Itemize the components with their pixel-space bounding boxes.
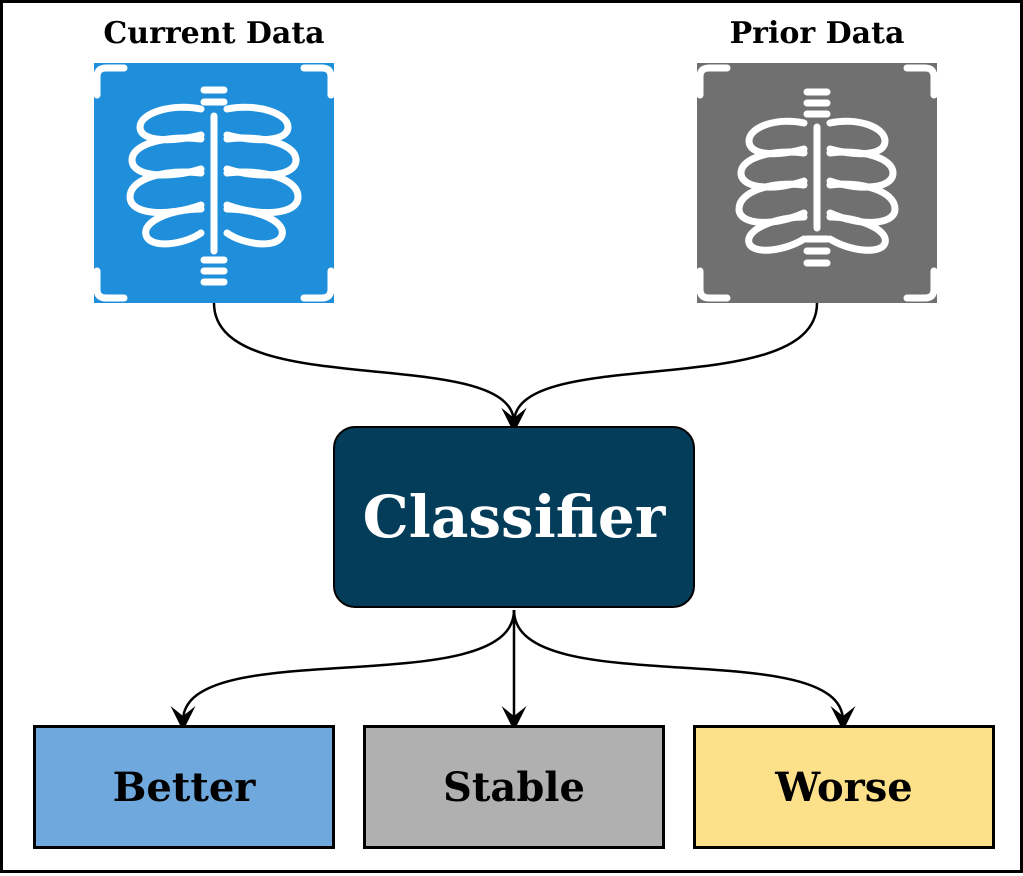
arrow-classifier-to-worse [512, 609, 856, 731]
output-stable-label: Stable [443, 763, 585, 811]
ribcage-glyph [94, 64, 334, 302]
arrow-current-to-classifier [212, 302, 527, 433]
ribcage-glyph [697, 64, 937, 302]
current-data-label: Current Data [103, 16, 325, 51]
output-worse-label: Worse [775, 763, 913, 811]
classifier-box: Classifier [333, 426, 695, 608]
prior-data-label: Prior Data [729, 16, 905, 51]
arrow-prior-to-classifier [501, 302, 819, 433]
output-better-label: Better [112, 763, 256, 811]
connector-layer [170, 302, 856, 731]
current-data-tile [94, 63, 334, 303]
output-worse-box: Worse [693, 725, 995, 849]
output-stable-box: Stable [363, 725, 665, 849]
output-better-box: Better [33, 725, 335, 849]
chest-xray-icon [697, 63, 937, 303]
chest-xray-icon [94, 63, 334, 303]
classifier-label: Classifier [362, 483, 666, 551]
prior-data-tile [697, 63, 937, 303]
arrow-classifier-to-better [170, 609, 516, 731]
